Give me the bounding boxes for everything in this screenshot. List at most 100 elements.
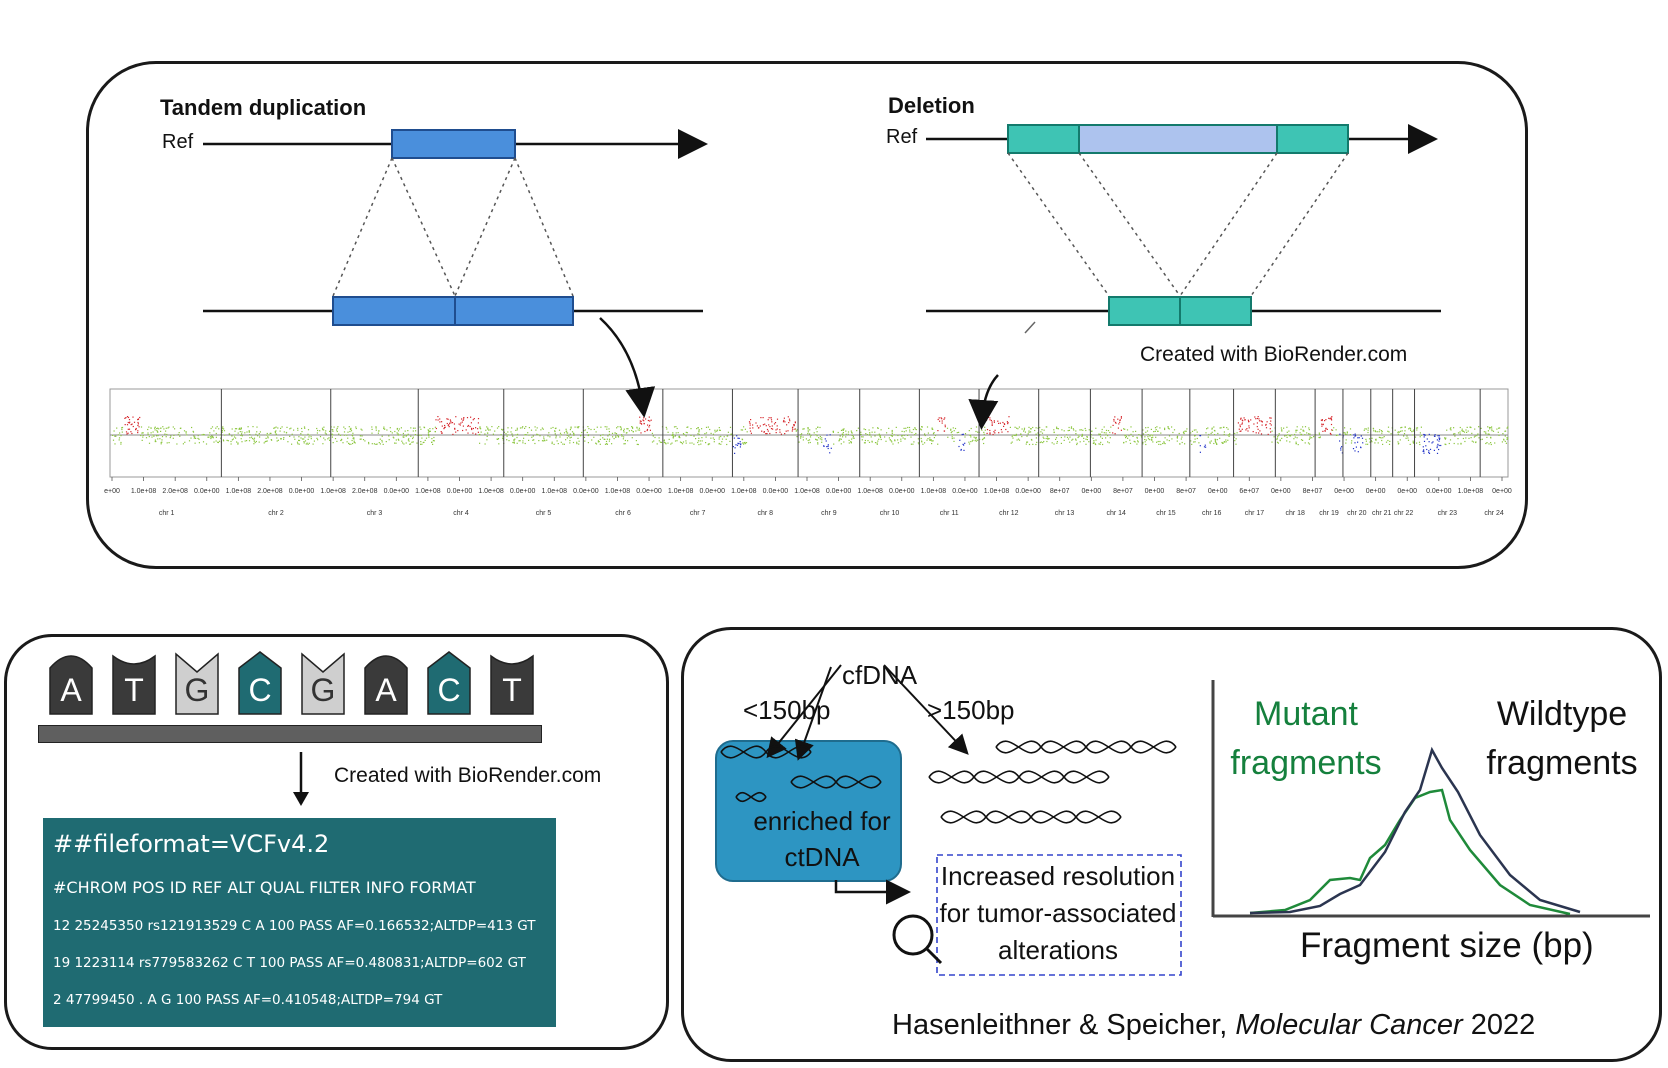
tick-label: 0e+00 <box>1271 488 1291 495</box>
tick-label: e+00 <box>104 488 120 495</box>
chromosome-label: chr 22 <box>1394 510 1414 517</box>
tick-label: 8e+07 <box>1303 488 1323 495</box>
cnv-points <box>112 416 1509 454</box>
tick-label: 0.0e+00 <box>699 488 725 495</box>
chromosome-label: chr 19 <box>1319 510 1339 517</box>
tick-label: 0e+00 <box>1145 488 1165 495</box>
tick-label: 1.0e+08 <box>320 488 346 495</box>
tick-label: 0.0e+00 <box>447 488 473 495</box>
base-C: C <box>237 650 283 715</box>
tick-label: 8e+07 <box>1176 488 1196 495</box>
tick-label: 1.0e+08 <box>731 488 757 495</box>
mutant-curve <box>1249 788 1571 916</box>
wildtype-curve <box>1249 746 1581 915</box>
chromosome-label: chr 17 <box>1245 510 1265 517</box>
base-letter: G <box>184 672 210 708</box>
tick-label: 0e+00 <box>1334 488 1354 495</box>
tick-label: 8e+07 <box>1113 488 1133 495</box>
chromosome-label: chr 3 <box>367 510 383 517</box>
tick-label: 1.0e+08 <box>605 488 631 495</box>
chromosome-label: chr 11 <box>940 510 959 517</box>
chromosome-label: chr 24 <box>1484 510 1504 517</box>
chromosome-label: chr 2 <box>268 510 284 517</box>
chromosome-label: chr 20 <box>1347 510 1367 517</box>
tick-label: 1.0e+08 <box>131 488 157 495</box>
tick-label: 0.0e+00 <box>573 488 599 495</box>
pointer-arrows <box>599 317 999 430</box>
tick-label: 1.0e+08 <box>794 488 820 495</box>
citation: Hasenleithner & Speicher, Molecular Canc… <box>892 1009 1535 1042</box>
tick-label: 0.0e+00 <box>826 488 852 495</box>
tick-label: 0.0e+00 <box>952 488 978 495</box>
citation-year: 2022 <box>1462 1009 1536 1041</box>
tandem-dup-segment-1 <box>332 296 456 326</box>
tick-label: 0.0e+00 <box>384 488 410 495</box>
tick-label: 0e+00 <box>1366 488 1386 495</box>
chromosome-label: chr 7 <box>690 510 706 517</box>
chromosome-label: chr 10 <box>880 510 900 517</box>
chromosome-label: chr 13 <box>1055 510 1075 517</box>
resolution-arrow <box>834 879 911 905</box>
cfdna-diagram <box>720 664 1182 976</box>
fragment-size-plot <box>1211 680 1650 918</box>
cfdna-label: cfDNA <box>842 660 918 690</box>
base-G: G <box>300 650 346 715</box>
mutant-fragments-label: Mutant fragments <box>1230 695 1382 782</box>
base-C: C <box>426 650 472 715</box>
chromosome-label: chr 18 <box>1285 510 1305 517</box>
base-T: T <box>489 650 535 715</box>
cnv-plot-frame <box>109 388 1509 478</box>
fragment-size-axis-label: Fragment size (bp) <box>1300 926 1594 965</box>
vcf-column-line: #CHROM POS ID REF ALT QUAL FILTER INFO F… <box>53 878 476 897</box>
deletion-alt-right <box>1179 296 1252 326</box>
tick-label: 1.0e+08 <box>542 488 568 495</box>
citation-authors: Hasenleithner & Speicher, <box>892 1009 1236 1041</box>
tick-label: 1.0e+08 <box>921 488 947 495</box>
chromosome-label: chr 14 <box>1107 510 1127 517</box>
sv-schematic <box>203 124 1441 334</box>
tick-label: 0.0e+00 <box>510 488 536 495</box>
vcf-record-3: 2 47799450 . A G 100 PASS AF=0.410548;AL… <box>53 992 443 1008</box>
tick-label: 0.0e+00 <box>636 488 662 495</box>
deletion-deleted-segment <box>1078 124 1278 154</box>
base-A: A <box>363 650 409 715</box>
chromosome-label: chr 9 <box>821 510 837 517</box>
tick-label: 0.0e+00 <box>289 488 315 495</box>
tick-label: 0.0e+00 <box>889 488 915 495</box>
chromosome-label: chr 15 <box>1156 510 1176 517</box>
tick-label: 0e+00 <box>1397 488 1417 495</box>
deletion-title: Deletion <box>888 93 975 118</box>
base-letter: T <box>124 672 144 708</box>
vcf-file-block: ##fileformat=VCFv4.2 #CHROM POS ID REF A… <box>43 818 556 1027</box>
tick-label: 2.0e+08 <box>352 488 378 495</box>
tick-label: 8e+07 <box>1050 488 1070 495</box>
base-letter: A <box>60 672 82 708</box>
chromosome-label: chr 4 <box>453 510 469 517</box>
tandem-duplication-title: Tandem duplication <box>160 95 367 120</box>
base-G: G <box>174 650 220 715</box>
chromosome-label: chr 6 <box>615 510 631 517</box>
enriched-ctdna-box <box>715 740 902 882</box>
tick-label: 0.0e+00 <box>763 488 789 495</box>
tick-label: 0e+00 <box>1492 488 1512 495</box>
vcf-header-line: ##fileformat=VCFv4.2 <box>53 830 330 858</box>
vcf-biorender-credit: Created with BioRender.com <box>334 764 602 787</box>
chromosome-label: chr 16 <box>1202 510 1222 517</box>
base-A: A <box>48 650 94 715</box>
long-fragment-label: >150bp <box>927 695 1015 725</box>
tick-label: 0.0e+00 <box>1426 488 1452 495</box>
top-biorender-credit: Created with BioRender.com <box>1140 343 1408 366</box>
base-letter: G <box>310 672 336 708</box>
split-arrow-short <box>794 666 832 761</box>
tandem-pointer-arrow <box>599 317 656 418</box>
vcf-record-2: 19 1223114 rs779583262 C T 100 PASS AF=0… <box>53 955 526 971</box>
tick-label: 1.0e+08 <box>478 488 504 495</box>
base-letter: A <box>375 672 397 708</box>
tick-label: 1.0e+08 <box>668 488 694 495</box>
tick-label: 6e+07 <box>1239 488 1259 495</box>
tick-label: 0e+00 <box>1081 488 1101 495</box>
chromosome-label: chr 8 <box>757 510 773 517</box>
chromosome-label: chr 23 <box>1438 510 1458 517</box>
